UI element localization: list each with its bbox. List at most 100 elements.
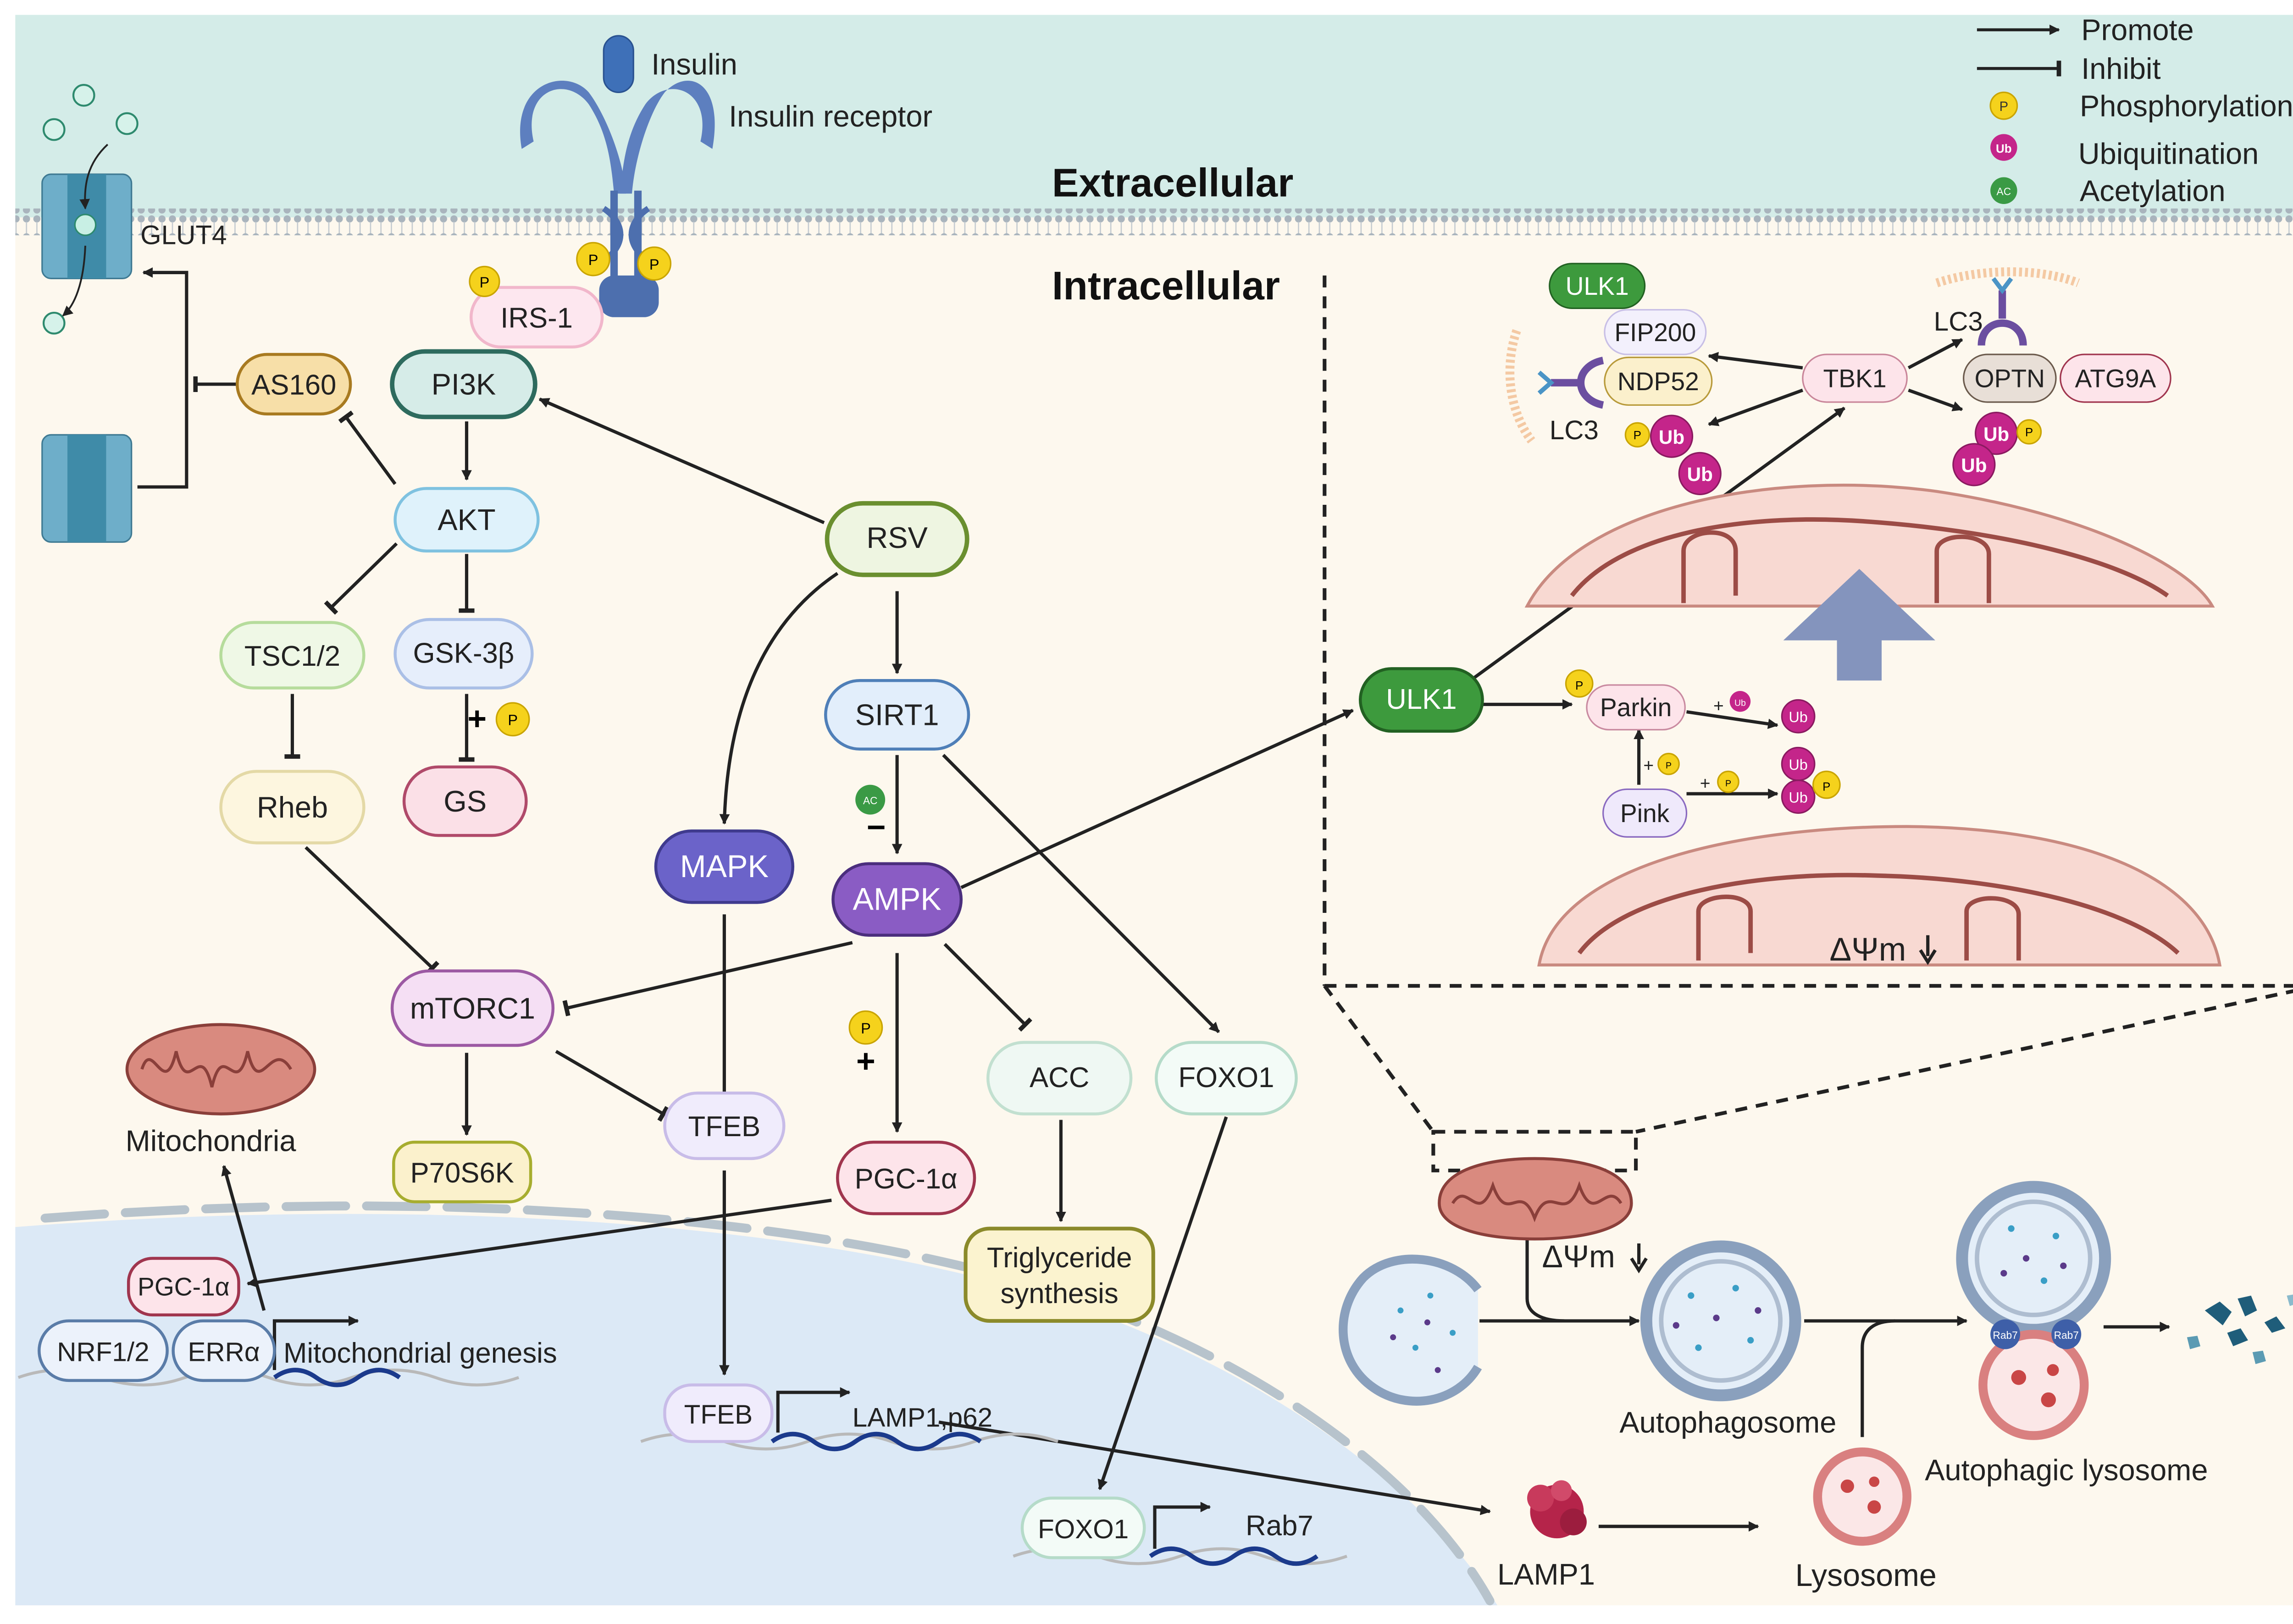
node-sirt1[interactable]: SIRT1 [824,679,970,751]
mito-ulk1: ULK1 [1549,263,1646,309]
nucleus-nrf: NRF1/2 [38,1319,169,1382]
node-irs1[interactable]: IRS-1 [469,286,604,349]
legend-promote: Promote [2081,13,2193,47]
mito-pink: Pink [1602,788,1688,838]
autolysosome-icon: Rab7 Rab7 [1956,1181,2111,1440]
node-as160[interactable]: AS160 [236,353,352,416]
svg-text:+: + [1643,756,1654,775]
mito-atg9a: ATG9A [2060,354,2171,403]
svg-text:+: + [1700,773,1711,793]
lc3-right-icon [1935,267,2080,346]
mito-fip200: FIP200 [1604,309,1707,355]
svg-text:P: P [588,252,598,268]
depolarized-mitochondrion-icon [1537,825,2222,967]
node-pgc1a[interactable]: PGC-1α [836,1140,976,1215]
svg-text:PGC-1α: PGC-1α [138,1273,230,1301]
svg-text:AC: AC [863,795,878,806]
rab7-label: Rab7 [1246,1510,1313,1542]
svg-text:NRF1/2: NRF1/2 [57,1337,149,1367]
svg-text:Ub: Ub [1789,757,1808,773]
acetyl-icon [1990,177,2017,204]
svg-text:Ub: Ub [1983,423,2009,445]
svg-text:+: + [467,700,487,737]
node-akt[interactable]: AKT [393,487,540,552]
svg-text:P: P [1634,428,1641,442]
glucose-molecules [42,84,138,335]
svg-text:TBK1: TBK1 [1823,364,1887,392]
mito-tbk1: TBK1 [1802,354,1908,403]
svg-text:Rab7: Rab7 [2054,1329,2079,1341]
node-foxo1[interactable]: FOXO1 [1155,1041,1298,1116]
lamp-p62-label: LAMP1,p62 [853,1403,992,1433]
delta-psi-label: ΔΨm [1829,931,1906,968]
svg-text:P: P [649,256,659,273]
cell-membrane [15,208,2293,236]
mito-parkin: Parkin P [1565,669,1686,731]
insulin-label: Insulin [651,47,737,81]
svg-text:P: P [861,1020,871,1037]
mito-ndp52: NDP52 [1604,356,1713,406]
node-pi3k[interactable]: PI3K [390,349,537,420]
node-rsv[interactable]: RSV [825,501,969,577]
svg-text:AS160: AS160 [251,370,336,401]
lc3-left-icon [1505,329,1604,444]
svg-text:Ub: Ub [1687,464,1713,485]
svg-text:ACC: ACC [1030,1062,1089,1094]
node-ampk[interactable]: AMPK [831,862,963,937]
svg-text:AC: AC [1997,185,2011,197]
legend-phosphorylation: Phosphorylation [2080,89,2293,122]
node-acc[interactable]: ACC [986,1041,1133,1116]
legend-acetylation: Acetylation [2080,174,2226,207]
mito-optn: OPTN [1963,354,2057,403]
svg-text:AKT: AKT [438,503,495,536]
legend: Promote Inhibit P Phosphorylation Ub Ubi… [1977,13,2293,207]
mito-genesis-label: Mitochondrial genesis [283,1337,557,1369]
svg-text:Pink: Pink [1620,799,1670,828]
svg-text:TFEB: TFEB [684,1400,753,1430]
nucleus-foxo1: FOXO1 [1020,1497,1146,1559]
svg-text:TSC1/2: TSC1/2 [244,641,340,672]
svg-text:OPTN: OPTN [1975,364,2045,392]
node-gsk3b[interactable]: GSK-3β [393,618,534,690]
nuclear-envelope [40,1201,1495,1606]
svg-text:P: P [1666,761,1672,771]
svg-text:Rheb: Rheb [257,790,328,824]
node-ulk1[interactable]: ULK1 [1358,667,1484,733]
svg-text:Ub: Ub [1789,709,1808,725]
node-mapk[interactable]: MAPK [654,829,795,904]
svg-text:MAPK: MAPK [680,849,769,884]
intracellular-label: Intracellular [1052,263,1280,308]
glut4-icon [41,173,133,543]
svg-text:P: P [2025,425,2033,439]
autophagosome-icon [1640,1240,1801,1402]
node-tfeb[interactable]: TFEB [663,1091,786,1160]
autophagy-delta-psi: ΔΨm [1542,1239,1615,1274]
svg-text:Ub: Ub [1961,455,1987,476]
node-mtorc1[interactable]: mTORC1 [390,969,555,1047]
svg-text:TFEB: TFEB [688,1111,761,1143]
svg-text:Ub: Ub [1734,698,1746,708]
node-tsc[interactable]: TSC1/2 [219,621,366,690]
svg-text:mTORC1: mTORC1 [410,992,535,1025]
svg-text:ATG9A: ATG9A [2075,364,2156,392]
lysosome-label: Lysosome [1795,1558,1937,1593]
svg-text:Triglyceride: Triglyceride [987,1242,1132,1274]
lc3-left-label: LC3 [1550,415,1599,445]
legend-ubiquitination: Ubiquitination [2078,137,2259,170]
outer-mitochondrion-icon [1524,483,2215,608]
lc3-right-label: LC3 [1934,307,1983,337]
degradation-fragments-icon [2187,1294,2293,1364]
svg-text:P: P [480,274,490,291]
nucleus-tfeb: TFEB [663,1383,774,1443]
node-p70s6k[interactable]: P70S6K [392,1140,532,1204]
svg-text:P: P [1575,679,1583,692]
extracellular-label: Extracellular [1052,160,1293,205]
svg-text:ULK1: ULK1 [1566,272,1629,300]
nucleus-erra: ERRα [172,1319,276,1382]
lamp1-label: LAMP1 [1497,1558,1595,1591]
node-gs[interactable]: GS [402,765,528,837]
legend-inhibit: Inhibit [2081,52,2160,85]
node-triglyceride[interactable]: Triglyceride synthesis [964,1226,1155,1323]
ubiquitin-icon [1990,134,2017,161]
node-rheb[interactable]: Rheb [219,770,366,845]
